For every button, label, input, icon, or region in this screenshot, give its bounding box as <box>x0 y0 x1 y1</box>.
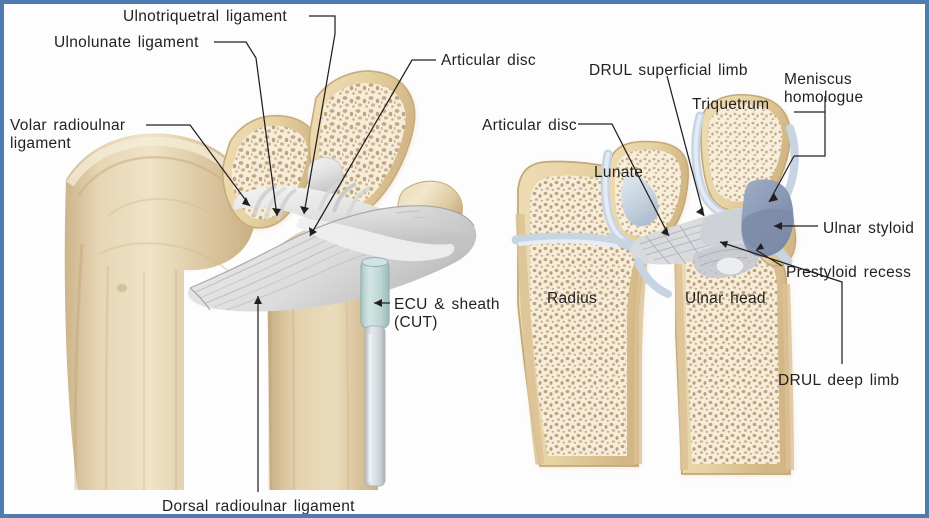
meniscus-homologue-structure <box>741 179 794 257</box>
leader-meniscus-arrow <box>768 155 795 203</box>
leader-articular-disc-right <box>578 123 670 237</box>
left-panel-illustration <box>64 70 477 491</box>
leader-volar-radioulnar <box>146 124 251 207</box>
ecu-tendon-and-sheath <box>360 257 390 487</box>
ligament-complex-left-panel <box>188 180 477 312</box>
right-panel-illustration <box>511 94 799 475</box>
label-dorsal-radioulnar-ligament: Dorsal radioulnar ligament <box>162 498 355 515</box>
label-ulnolunate-ligament: Ulnolunate ligament <box>54 34 199 51</box>
leader-lines <box>146 15 843 492</box>
label-volar-radioulnar-ligament-line1: Volar radioulnar <box>10 117 126 134</box>
label-meniscus-homologue-line2: homologue <box>784 89 864 106</box>
illustration-canvas <box>64 15 843 492</box>
leader-drul-superficial <box>666 75 705 217</box>
leader-ulnotriquetral <box>303 15 336 215</box>
label-triquetrum: Triquetrum <box>692 96 770 113</box>
label-ecu-and-sheath: ECU & sheath <box>394 296 500 313</box>
radius-shaft-left-panel <box>64 133 256 491</box>
prestyloid-recess-void <box>715 256 745 276</box>
label-ecu-cut: (CUT) <box>394 314 438 331</box>
label-drul-superficial-limb: DRUL superficial limb <box>589 62 748 79</box>
label-lunate: Lunate <box>594 164 644 181</box>
label-ulnar-styloid: Ulnar styloid <box>823 220 915 237</box>
leader-drul-deep <box>719 241 843 364</box>
label-articular-disc-left: Articular disc <box>441 52 536 69</box>
label-ulnar-head: Ulnar head <box>685 290 766 307</box>
leader-meniscus-bracket <box>794 96 826 157</box>
label-prestyloid-recess: Prestyloid recess <box>786 264 912 281</box>
label-articular-disc-right: Articular disc <box>482 117 577 134</box>
leader-ulnolunate <box>214 41 278 217</box>
label-drul-deep-limb: DRUL deep limb <box>778 372 900 389</box>
sigmoid-notch-cartilage <box>634 258 672 298</box>
label-ulnotriquetral-ligament: Ulnotriquetral ligament <box>123 8 287 25</box>
label-radius: Radius <box>547 290 598 307</box>
label-volar-radioulnar-ligament-line2: ligament <box>10 135 71 152</box>
leader-articular-disc-left <box>309 59 436 237</box>
label-meniscus-homologue-line1: Meniscus <box>784 71 852 88</box>
